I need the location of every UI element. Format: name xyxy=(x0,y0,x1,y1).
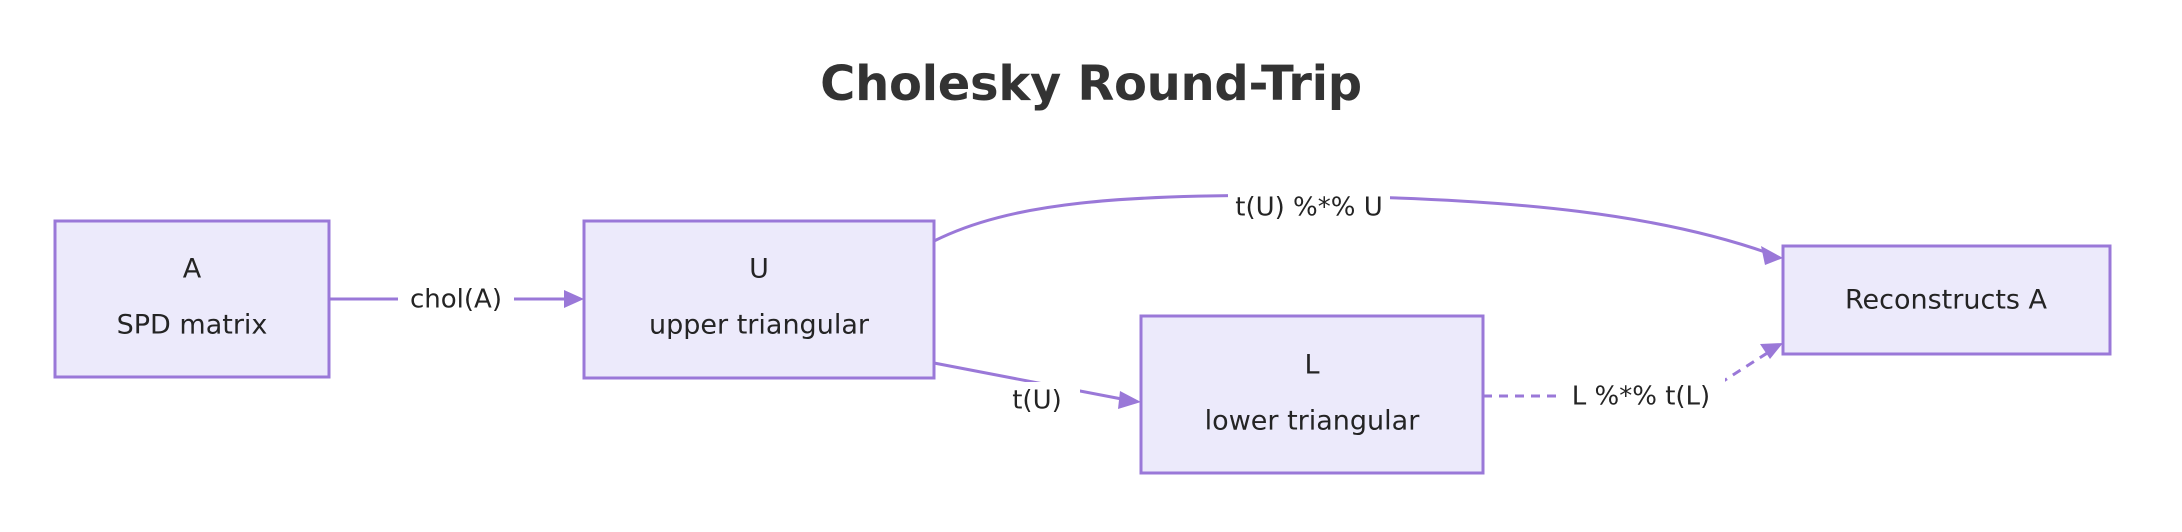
node-reconstructs-a-label: Reconstructs A xyxy=(1845,285,2048,316)
edge-a-to-u-label: chol(A) xyxy=(410,285,502,315)
edge-u-to-r[interactable]: t(U) %*% U xyxy=(933,188,1783,265)
node-l-label-line2: lower triangular xyxy=(1205,406,1421,437)
edge-u-to-r-label: t(U) %*% U xyxy=(1235,193,1382,223)
edge-u-to-l-label: t(U) xyxy=(1012,386,1062,416)
edge-u-to-r-label-bg xyxy=(1228,188,1390,224)
node-l-rect xyxy=(1139,314,1485,475)
edge-u-to-l-path xyxy=(933,361,1128,402)
edge-u-to-l-arrowhead xyxy=(1118,391,1141,409)
node-a[interactable]: A SPD matrix xyxy=(53,219,331,379)
node-u-rect xyxy=(582,219,936,380)
node-u-label-line2: upper triangular xyxy=(649,310,870,341)
node-reconstructs-a[interactable]: Reconstructs A xyxy=(1781,244,2112,356)
edge-u-to-r-arrowhead xyxy=(1761,246,1783,265)
page-title: Cholesky Round-Trip xyxy=(820,56,1362,112)
edge-a-to-u[interactable]: chol(A) xyxy=(329,281,584,317)
node-a-label-line2: SPD matrix xyxy=(117,310,268,341)
node-l[interactable]: L lower triangular xyxy=(1139,314,1485,475)
edge-l-to-r-arrowhead xyxy=(1760,343,1783,359)
edge-l-to-r-label-bg xyxy=(1557,378,1725,414)
node-a-label-line1: A xyxy=(183,254,202,285)
edge-l-to-r[interactable]: L %*% t(L) xyxy=(1483,343,1783,414)
edge-u-to-l-label-bg xyxy=(994,382,1080,418)
edge-u-to-l[interactable]: t(U) xyxy=(933,361,1141,418)
node-reconstructs-a-rect xyxy=(1781,244,2112,356)
edge-a-to-u-label-bg xyxy=(398,281,514,317)
edge-a-to-u-arrowhead xyxy=(564,290,584,308)
node-u[interactable]: U upper triangular xyxy=(582,219,936,380)
edge-l-to-r-label: L %*% t(L) xyxy=(1572,382,1710,412)
node-l-label-line1: L xyxy=(1304,350,1319,381)
node-a-rect xyxy=(53,219,331,379)
node-u-label-line1: U xyxy=(749,254,769,285)
